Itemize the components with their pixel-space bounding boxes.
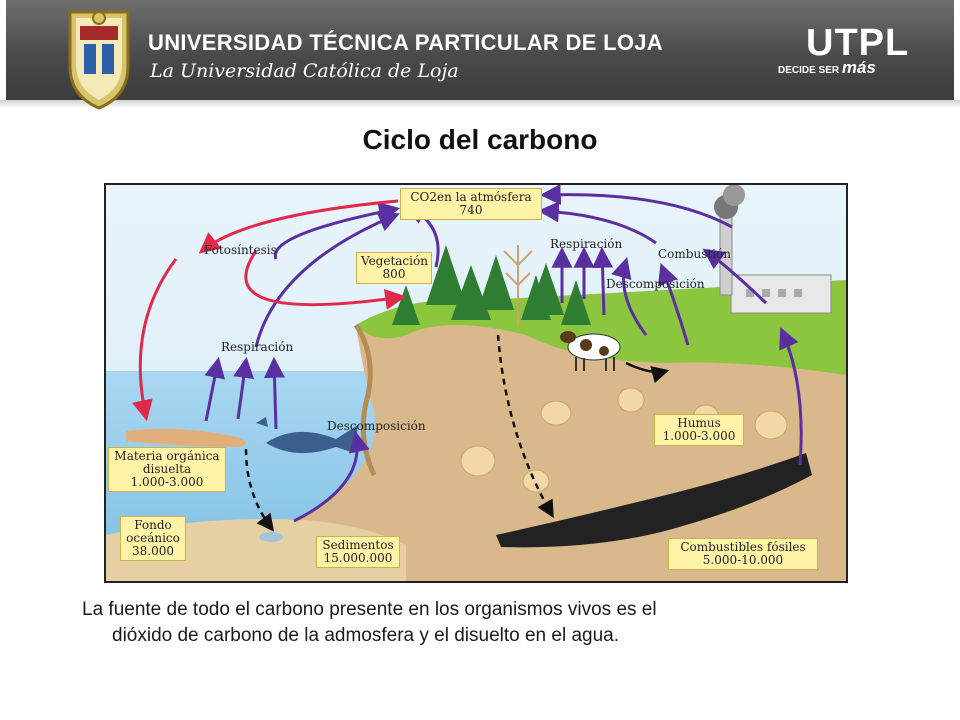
humus-label: Humus (677, 416, 721, 430)
vegetation-label: Vegetación (361, 254, 428, 268)
organic-matter (126, 428, 246, 447)
cow (560, 331, 621, 371)
university-tagline: La Universidad Católica de Loja (150, 60, 459, 82)
co2-atmosphere-value: 740 (459, 203, 483, 217)
land-decomposition-label: Descomposición (606, 277, 705, 291)
arrow-decomp-up-1 (611, 256, 648, 336)
university-crest-logo (68, 10, 130, 110)
land-respiration-label: Respiración (550, 237, 623, 251)
header-banner (6, 0, 954, 100)
arrow-ocean-respiration-2 (233, 356, 255, 420)
arrow-respiration-to-co2 (254, 211, 400, 348)
rocks (460, 387, 788, 493)
carbon-cycle-diagram: CO2en la atmósfera 740 Fotosíntesis Vege… (104, 183, 848, 583)
caption-line-1: La fuente de todo el carbono presente en… (82, 599, 657, 620)
slide-title: Ciclo del carbono (362, 124, 598, 155)
arrow-up-respiration-3 (592, 246, 614, 316)
arrow-combustion-to-co2 (539, 185, 733, 229)
combustion-label: Combustión (658, 247, 731, 261)
arrow-vegetation-to-co2 (273, 202, 401, 260)
fossil-fuels-label: Combustibles fósiles (680, 540, 806, 554)
dissolved-organic-matter-label-2: disuelta (142, 462, 192, 476)
arrow-ocean-respiration-1 (204, 356, 226, 422)
humus-value: 1.000-3.000 (662, 429, 736, 443)
sediment-particle (259, 532, 283, 542)
humus-box: Humus 1.000-3.000 (654, 414, 744, 446)
sea-respiration-label: Respiración (221, 340, 294, 354)
fossil-fuel-deposit (496, 453, 812, 548)
arrow-dashed-sedimentation (244, 448, 275, 532)
sediments-value: 15.000.000 (323, 551, 393, 565)
co2-atmosphere-box: CO2en la atmósfera 740 (400, 188, 542, 220)
ocean-floor-box: Fondo oceánico 38.000 (120, 516, 186, 561)
brand-tagline-word: más (841, 58, 876, 77)
arrow-land-respiration-to-co2 (537, 201, 657, 245)
sea-decomposition-label: Descomposición (327, 419, 426, 433)
sediments-label: Sedimentos (322, 538, 394, 552)
vegetation-box: Vegetación 800 (356, 252, 432, 284)
brand-logo-text: UTPL (806, 22, 910, 64)
factory (714, 185, 832, 314)
brand-tagline: DECIDE SER más (778, 58, 876, 78)
arrow-decomp-up-2 (657, 263, 690, 346)
dissolved-organic-matter-value: 1.000-3.000 (130, 475, 204, 489)
arrow-decomp-up-3 (702, 248, 768, 305)
sediments-box: Sedimentos 15.000.000 (316, 536, 400, 568)
dissolved-organic-matter-label-1: Materia orgánica (114, 449, 220, 463)
arrow-photosynthesis-to-ocean (132, 258, 178, 422)
dissolved-organic-matter-box: Materia orgánica disuelta 1.000-3.000 (108, 447, 226, 492)
arrow-to-humus (625, 361, 670, 384)
brand-tagline-prefix: DECIDE SER (778, 65, 840, 76)
university-name: UNIVERSIDAD TÉCNICA PARTICULAR DE LOJA (148, 30, 663, 55)
ocean-floor-label-2: oceánico (126, 531, 180, 545)
caption-line-2: dióxido de carbono de la admosfera y el … (112, 625, 620, 646)
arrow-ocean-respiration-3 (263, 356, 285, 430)
ocean-floor-label-1: Fondo (134, 518, 172, 532)
photosynthesis-label: Fotosíntesis (204, 243, 277, 257)
header-shadow (0, 100, 960, 108)
arrow-co2-to-photosynthesis (198, 199, 399, 254)
arrow-fossil-to-combustion (779, 327, 803, 466)
arrow-photosynthesis-to-vegetation (244, 250, 407, 310)
arrow-sea-decomposition (293, 430, 370, 523)
fossil-fuels-box: Combustibles fósiles 5.000-10.000 (668, 538, 818, 570)
fossil-fuels-value: 5.000-10.000 (702, 553, 784, 567)
vegetation-value: 800 (382, 267, 406, 281)
arrow-dashed-fossilization (496, 334, 554, 519)
slide-caption: La fuente de todo el carbono presente en… (60, 597, 900, 649)
ocean-floor-value: 38.000 (132, 544, 174, 558)
bare-tree (503, 245, 533, 325)
co2-atmosphere-label: CO2en la atmósfera (410, 190, 532, 204)
trees-right (528, 263, 591, 325)
fish (256, 417, 358, 454)
